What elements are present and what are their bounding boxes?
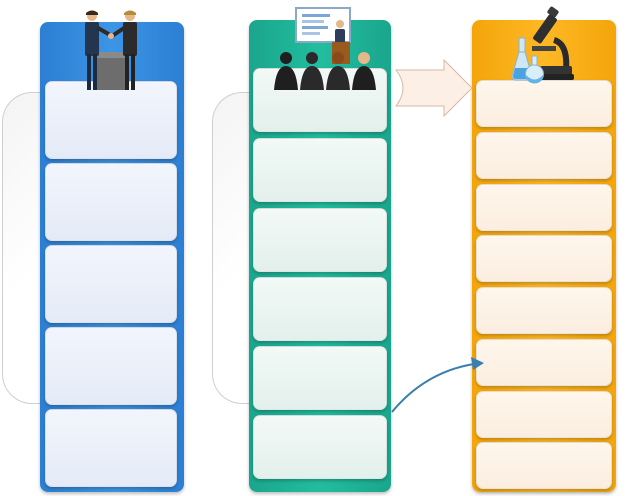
column-2-box-3: [253, 208, 387, 272]
column-1-box-3: [45, 245, 177, 323]
column-3-box-4: [476, 235, 612, 282]
column-1-box-1: [45, 81, 177, 159]
column-1-box-5: [45, 409, 177, 487]
column-3-box-5: [476, 287, 612, 334]
column-3-box-8: [476, 442, 612, 489]
column-3-box-2: [476, 132, 612, 179]
column-3-box-7: [476, 391, 612, 438]
curved-connector: [391, 363, 475, 413]
curved-connector-arrowhead: [471, 357, 484, 370]
column-3-box-1: [476, 80, 612, 127]
column-3-box-3: [476, 184, 612, 231]
column-2-box-4: [253, 277, 387, 341]
column-1-box-4: [45, 327, 177, 405]
column-2-box-6: [253, 415, 387, 479]
column-3: [472, 20, 616, 492]
column-1: [40, 22, 184, 492]
column-1-box-2: [45, 163, 177, 241]
block-arrow: [394, 58, 473, 118]
column-2-box-5: [253, 346, 387, 410]
column-3-box-6: [476, 339, 612, 386]
column-2-box-2: [253, 138, 387, 202]
microscope-icon: [511, 6, 574, 84]
left-bracket: [2, 92, 47, 404]
presentation-icon: [274, 7, 376, 90]
handshake-icon: [85, 10, 137, 90]
